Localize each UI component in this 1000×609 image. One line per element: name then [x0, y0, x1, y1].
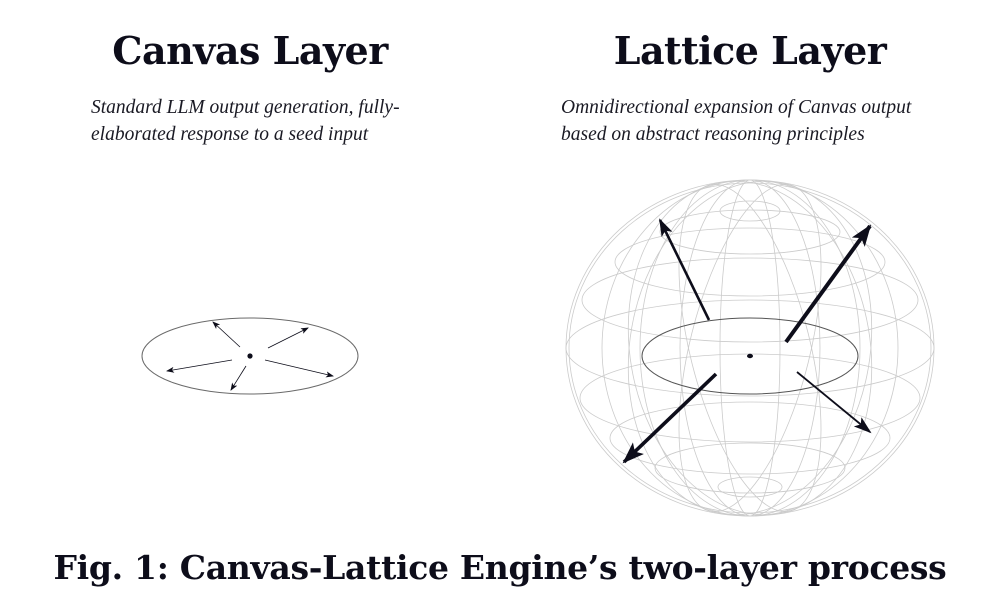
- canvas-arrow-right: [264, 359, 334, 378]
- lattice-layer-diagram: [565, 179, 935, 517]
- lattice-layer-title: Lattice Layer: [613, 28, 887, 73]
- lattice-arrow-upper-right: [784, 224, 872, 344]
- canvas-arrow-left: [166, 359, 233, 373]
- canvas-layer-description-line-1: Standard LLM output generation, fully-: [91, 97, 400, 118]
- lattice-arrow-upper-left: [658, 218, 711, 321]
- lattice-canvas-disc: [641, 317, 859, 395]
- canvas-layer-diagram: [141, 317, 359, 395]
- figure-caption: Fig. 1: Canvas-Lattice Engine’s two-laye…: [53, 548, 947, 587]
- lattice-arrow-lower-right: [796, 371, 872, 434]
- lattice-arrow-lower-left: [622, 372, 718, 464]
- canvas-layer-description-line-2: elaborated response to a seed input: [91, 124, 369, 145]
- lattice-layer-description-line-2: based on abstract reasoning principles: [561, 124, 865, 145]
- canvas-arrow-upper-right: [267, 327, 309, 349]
- lattice-layer-description-line-1: Omnidirectional expansion of Canvas outp…: [561, 97, 912, 118]
- lattice-wireframe-sphere: [565, 179, 935, 517]
- canvas-arrow-upper-left: [212, 321, 241, 348]
- lattice-layer-description: Omnidirectional expansion of Canvas outp…: [561, 94, 911, 148]
- lattice-seed-point: [747, 353, 753, 359]
- canvas-seed-point: [247, 353, 253, 359]
- canvas-disc: [141, 317, 359, 395]
- canvas-arrow-lower-left: [230, 365, 247, 391]
- canvas-layer-title: Canvas Layer: [112, 28, 388, 73]
- canvas-layer-description: Standard LLM output generation, fully- e…: [91, 94, 400, 148]
